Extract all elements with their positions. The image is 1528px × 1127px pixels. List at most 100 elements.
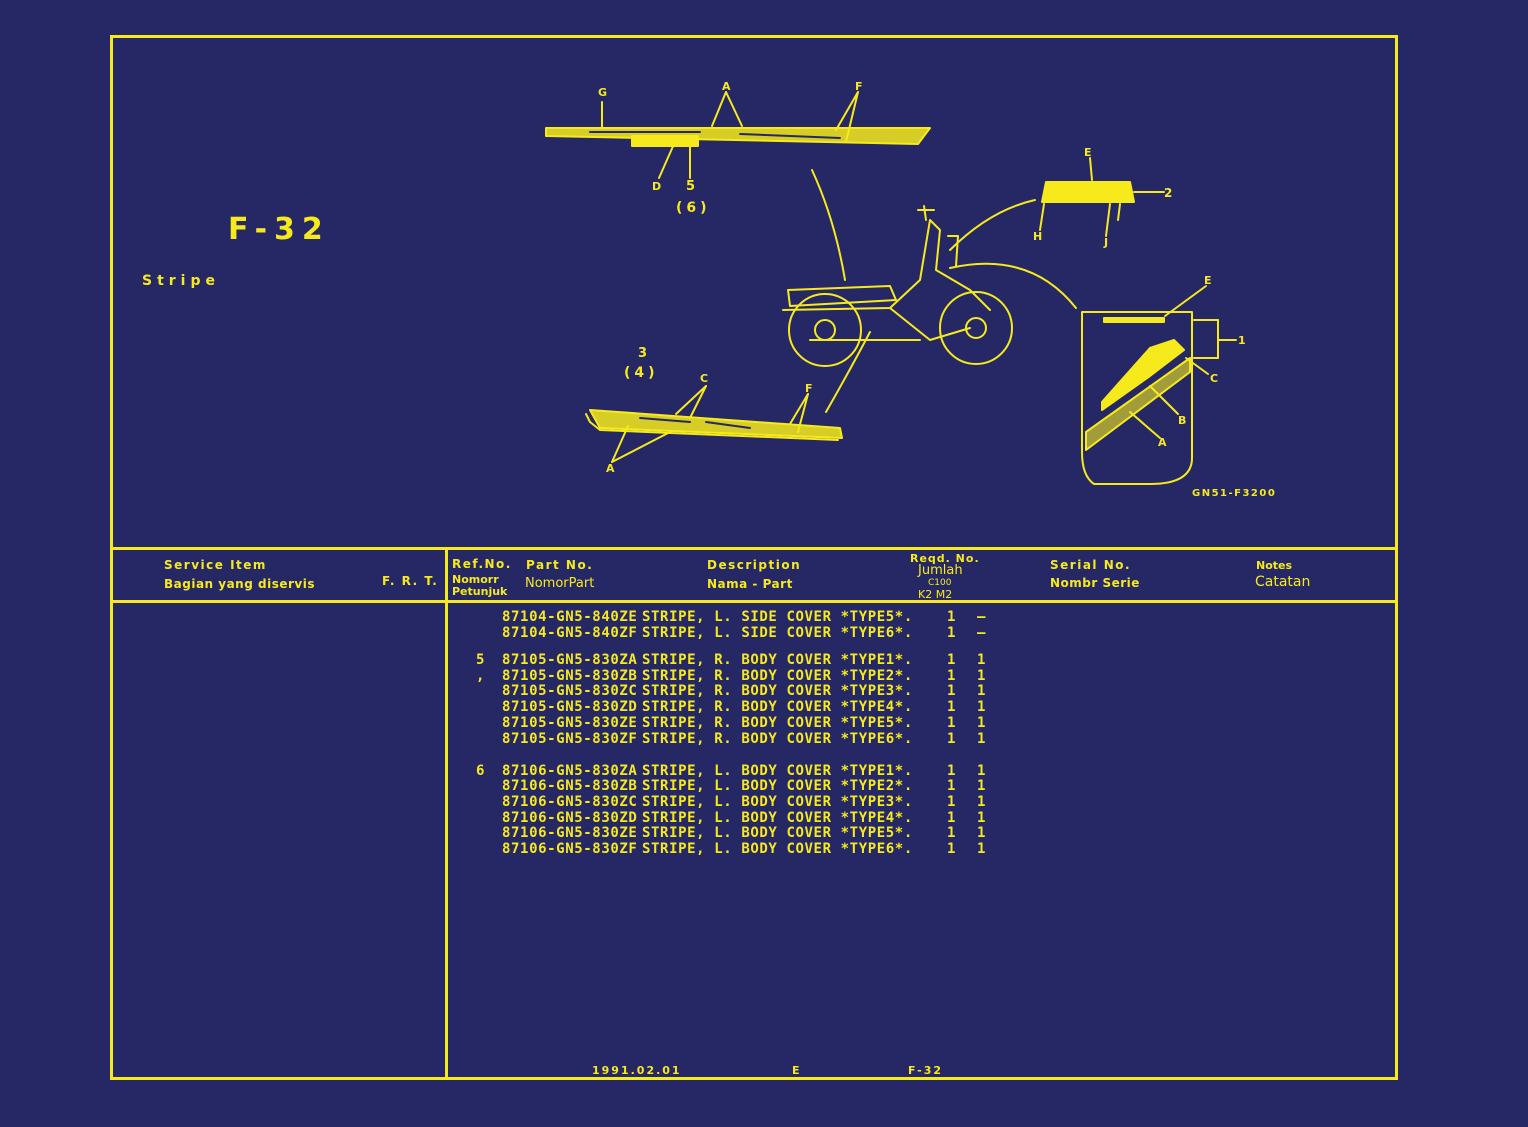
callout-top-stripe-1: A [722, 80, 731, 93]
catalog-frame [110, 35, 1398, 1080]
qty-m2: 1 [977, 731, 987, 747]
header-service-item-id: Bagian yang diservis [164, 577, 315, 591]
qty-k2: 1 [947, 668, 957, 684]
callout-side-cover-1: 2 [1164, 186, 1172, 200]
callout-top-stripe-5: (6) [676, 200, 711, 216]
callout-body-cover-3: B [1178, 414, 1186, 427]
side-cover-part [1039, 157, 1165, 237]
part-description: STRIPE, L. BODY COVER *TYPE6*. [642, 841, 913, 857]
part-number: 87105-GN5-830ZC [502, 683, 638, 699]
part-description: STRIPE, L. SIDE COVER *TYPE6*. [642, 625, 913, 641]
header-ref-no-id-1: Nomorr [452, 573, 499, 586]
callout-side-cover-0: E [1084, 146, 1092, 159]
ref-number: 5 [476, 652, 486, 668]
part-number: 87105-GN5-830ZA [502, 652, 638, 668]
qty-m2: 1 [977, 794, 987, 810]
callout-side-cover-3: J [1103, 236, 1108, 249]
qty-k2: 1 [947, 731, 957, 747]
part-number: 87104-GN5-840ZE [502, 609, 638, 625]
header-notes-id: Catatan [1255, 574, 1311, 590]
qty-k2: 1 [947, 609, 957, 625]
qty-k2: 1 [947, 794, 957, 810]
callout-lower-stripe-4: A [606, 462, 615, 475]
part-number: 87106-GN5-830ZC [502, 794, 638, 810]
callout-top-stripe-4: 5 [686, 179, 695, 194]
top-stripe-part [545, 91, 931, 179]
header-serial-no: Serial No. [1050, 558, 1132, 572]
part-number: 87106-GN5-830ZE [502, 825, 638, 841]
qty-m2: 1 [977, 715, 987, 731]
qty-m2: 1 [977, 778, 987, 794]
part-number: 87105-GN5-830ZD [502, 699, 638, 715]
callout-top-stripe-0: G [598, 86, 607, 99]
header-serial-no-id: Nombr Serie [1050, 576, 1140, 590]
part-number: 87104-GN5-840ZF [502, 625, 638, 641]
qty-m2: 1 [977, 683, 987, 699]
header-ref-no-id-2: Petunjuk [452, 585, 508, 598]
qty-k2: 1 [947, 699, 957, 715]
callout-top-stripe-2: F [855, 80, 863, 93]
header-reqd-no-id: Jumlah [918, 563, 963, 578]
footer-date: 1991.02.01 [592, 1064, 682, 1077]
qty-k2: 1 [947, 715, 957, 731]
qty-m2: 1 [977, 652, 987, 668]
qty-m2: 1 [977, 825, 987, 841]
part-number: 87106-GN5-830ZA [502, 763, 638, 779]
callout-lower-stripe-2: C [700, 372, 708, 385]
part-description: STRIPE, R. BODY COVER *TYPE6*. [642, 731, 913, 747]
illustration-divider [110, 547, 1398, 550]
header-frt: F. R. T. [382, 574, 439, 588]
qty-k2: 1 [947, 778, 957, 794]
part-number: 87106-GN5-830ZD [502, 810, 638, 826]
header-description-id: Nama - Part [707, 577, 793, 591]
qty-m2: – [977, 625, 987, 641]
qty-m2: 1 [977, 668, 987, 684]
header-reqd-model: C100 [928, 578, 952, 588]
column-divider [445, 547, 448, 1080]
qty-k2: 1 [947, 763, 957, 779]
header-divider [110, 600, 1398, 603]
header-reqd-cols: K2 M2 [918, 588, 953, 601]
part-number: 87106-GN5-830ZB [502, 778, 638, 794]
part-number: 87106-GN5-830ZF [502, 841, 638, 857]
part-description: STRIPE, L. BODY COVER *TYPE5*. [642, 825, 913, 841]
qty-m2: 1 [977, 841, 987, 857]
callout-body-cover-0: E [1204, 274, 1212, 287]
callout-side-cover-2: H [1033, 230, 1042, 243]
callout-lower-stripe-1: (4) [624, 365, 659, 381]
part-description: STRIPE, L. BODY COVER *TYPE4*. [642, 810, 913, 826]
header-reqd-no: Reqd. No. [910, 552, 980, 565]
header-part-no: Part No. [526, 558, 594, 572]
part-description: STRIPE, L. BODY COVER *TYPE3*. [642, 794, 913, 810]
part-description: STRIPE, R. BODY COVER *TYPE2*. [642, 668, 913, 684]
header-service-item: Service Item [164, 558, 267, 572]
part-description: STRIPE, R. BODY COVER *TYPE1*. [642, 652, 913, 668]
qty-m2: 1 [977, 699, 987, 715]
callout-body-cover-1: 1 [1238, 334, 1246, 347]
part-description: STRIPE, L. BODY COVER *TYPE2*. [642, 778, 913, 794]
lower-stripe-part [585, 385, 843, 463]
part-description: STRIPE, R. BODY COVER *TYPE4*. [642, 699, 913, 715]
qty-k2: 1 [947, 825, 957, 841]
figure-name: Stripe [142, 273, 220, 289]
motorcycle-outline [782, 205, 1013, 367]
callout-lower-stripe-3: F [805, 382, 813, 395]
part-number: 87105-GN5-830ZF [502, 731, 638, 747]
part-number: 87105-GN5-830ZE [502, 715, 638, 731]
footer-page: F-32 [908, 1064, 944, 1077]
part-number: 87105-GN5-830ZB [502, 668, 638, 684]
callout-body-cover-4: A [1158, 436, 1167, 449]
exploded-diagram: G A F D 5 (6) E 2 H J E 1 C B A 3 (4) C … [545, 80, 1275, 499]
